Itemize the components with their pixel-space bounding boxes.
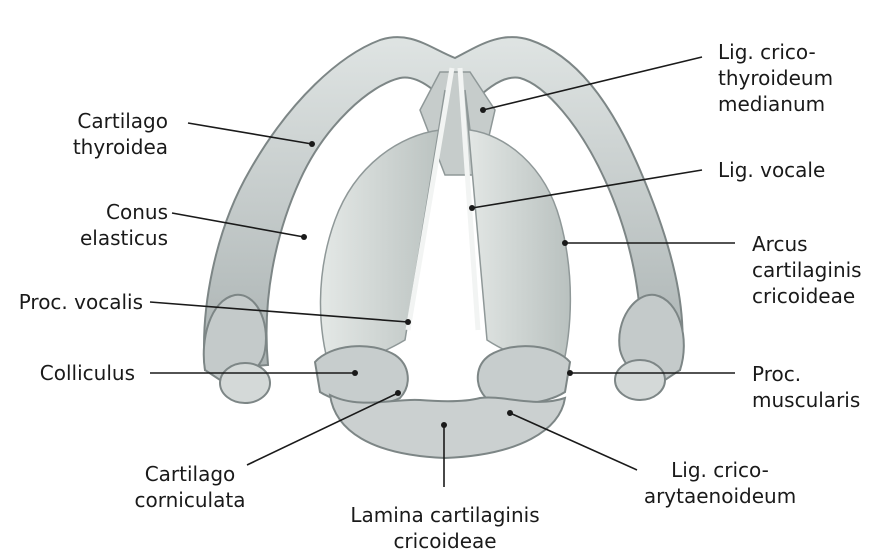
vocal-ligament-right — [457, 67, 481, 331]
label-arcus-cartilaginis-cricoideae: Arcus cartilaginis cricoideae — [752, 232, 862, 308]
inferior-horn-left — [219, 362, 271, 404]
leader-cartilago-thyroidea — [187, 122, 313, 145]
leader-dot-lamina-cartilaginis — [441, 422, 447, 428]
leader-dot-proc-muscularis — [567, 370, 573, 376]
conus-elasticus-right — [464, 89, 572, 371]
label-proc-vocalis: Proc. vocalis — [18, 290, 143, 314]
leader-proc-vocalis — [149, 301, 409, 323]
leader-dot-arcus-cartilaginis — [562, 240, 568, 246]
label-lig-cricoarytaenoideum: Lig. crico- arytaenoideum — [643, 458, 797, 508]
leader-dot-conus-elasticus — [301, 234, 307, 240]
vocal-ligament-left — [405, 67, 455, 331]
leader-dot-proc-vocalis — [405, 319, 411, 325]
leader-lig-vocale — [471, 169, 703, 209]
leader-conus-elasticus — [171, 212, 305, 238]
leader-lig-cricoarytaenoideum — [509, 412, 638, 471]
leader-dot-lig-cricoarytaenoideum — [507, 410, 513, 416]
inferior-horn-right — [614, 359, 666, 401]
label-lig-cricothyroideum-medianum: Lig. crico- thyroideum medianum — [718, 40, 834, 116]
label-cartilago-corniculata: Cartilago corniculata — [134, 462, 246, 512]
label-colliculus: Colliculus — [39, 361, 135, 385]
leader-dot-cartilago-thyroidea — [309, 141, 315, 147]
label-conus-elasticus: Conus elasticus — [79, 200, 168, 250]
label-cartilago-thyroidea: Cartilago thyroidea — [72, 109, 168, 159]
leader-dot-lig-cricothyroideum — [480, 107, 486, 113]
label-lamina-cartilaginis-cricoideae: Lamina cartilaginis cricoideae — [350, 503, 540, 553]
label-lig-vocale: Lig. vocale — [718, 158, 826, 182]
leader-lig-cricothyroideum — [482, 56, 703, 111]
leader-dot-lig-vocale — [469, 205, 475, 211]
leader-cartilago-corniculata — [246, 392, 399, 466]
cricoid-lamina-shape — [328, 393, 567, 460]
leader-dot-colliculus — [352, 370, 358, 376]
label-proc-muscularis: Proc. muscularis — [752, 362, 861, 412]
leader-dot-cartilago-corniculata — [395, 390, 401, 396]
arytenoid-right — [476, 345, 572, 405]
